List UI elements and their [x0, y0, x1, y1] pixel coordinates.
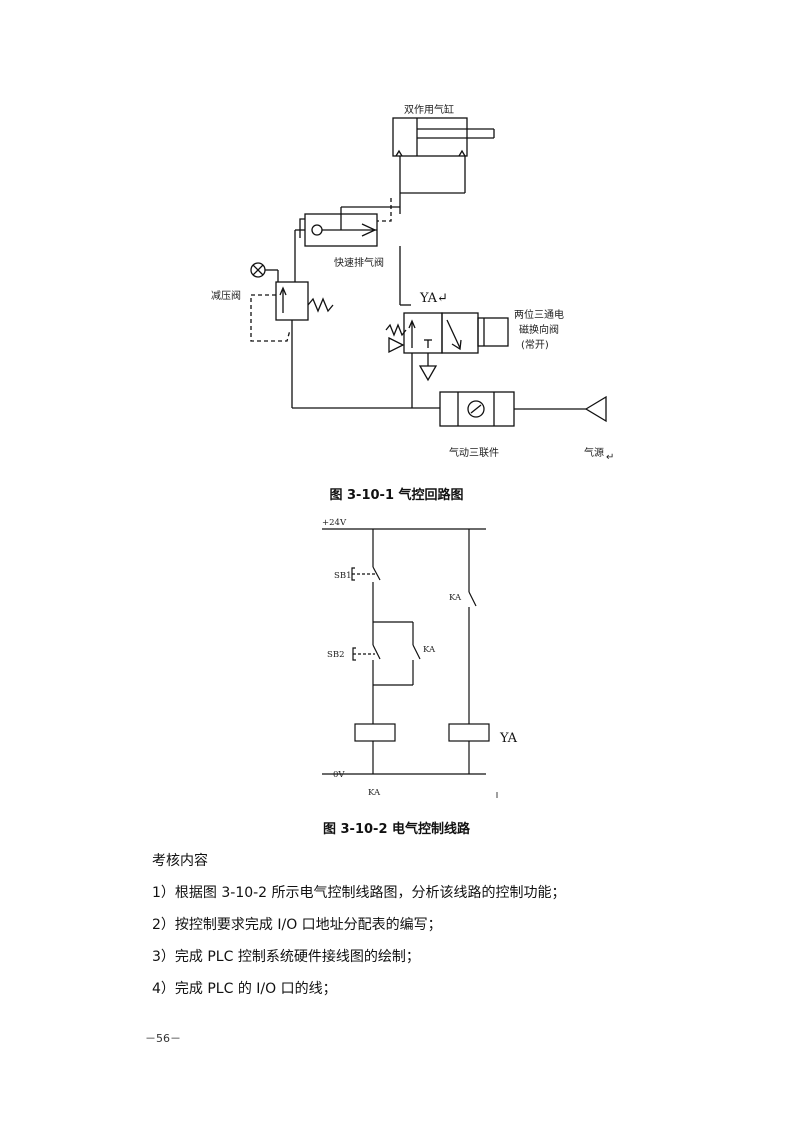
ka-hold-label: KA — [423, 645, 436, 655]
ka-coil-label: KA — [368, 788, 381, 798]
frl-label: 气动三联件 — [449, 446, 499, 459]
pressure-reducer-valve — [275, 281, 309, 321]
content-item-1: 1）根据图 3-10-2 所示电气控制线路图，分析该线路的控制功能； — [152, 885, 566, 901]
quick-exhaust-label: 快速排气阀 — [334, 256, 384, 269]
figure2-caption: 图 3-10-2 电气控制线路 — [322, 822, 471, 837]
v0-label: 0V — [333, 770, 345, 780]
ya-coil-label: YA — [499, 731, 518, 746]
content-item-3: 3）完成 PLC 控制系统硬件接线图的绘制； — [152, 949, 420, 965]
ya-coil — [448, 723, 490, 742]
v24-label: +24V — [322, 518, 347, 528]
solenoid-valve — [403, 312, 443, 354]
ya-label-top: YA↵ — [419, 291, 448, 306]
page-number: －56－ — [145, 1032, 181, 1045]
figure1-caption: 图 3-10-1 气控回路图 — [329, 488, 464, 503]
source-mark: ↵ — [606, 452, 614, 463]
solenoid-label-3: (常开) — [521, 338, 549, 351]
content-heading: 考核内容 — [152, 853, 208, 869]
content-item-4: 4）完成 PLC 的 I/O 口的线； — [152, 981, 337, 997]
cylinder-body — [392, 117, 468, 157]
solenoid-label-1: 两位三通电 — [514, 308, 564, 321]
electrical-circuit-diagram — [322, 528, 498, 798]
reducer-label: 减压阀 — [211, 289, 241, 302]
solenoid-label-2: 磁换向阀 — [519, 323, 559, 336]
air-source — [584, 395, 607, 423]
content-item-2: 2）按控制要求完成 I/O 口地址分配表的编写； — [152, 917, 442, 933]
source-label: 气源 — [584, 446, 604, 459]
sb1-label: SB1 — [334, 571, 351, 581]
ka-coil — [354, 723, 396, 742]
sb2-label: SB2 — [327, 650, 344, 660]
cylinder-label: 双作用气缸 — [404, 103, 454, 116]
ka-contact-label: KA — [449, 593, 462, 603]
